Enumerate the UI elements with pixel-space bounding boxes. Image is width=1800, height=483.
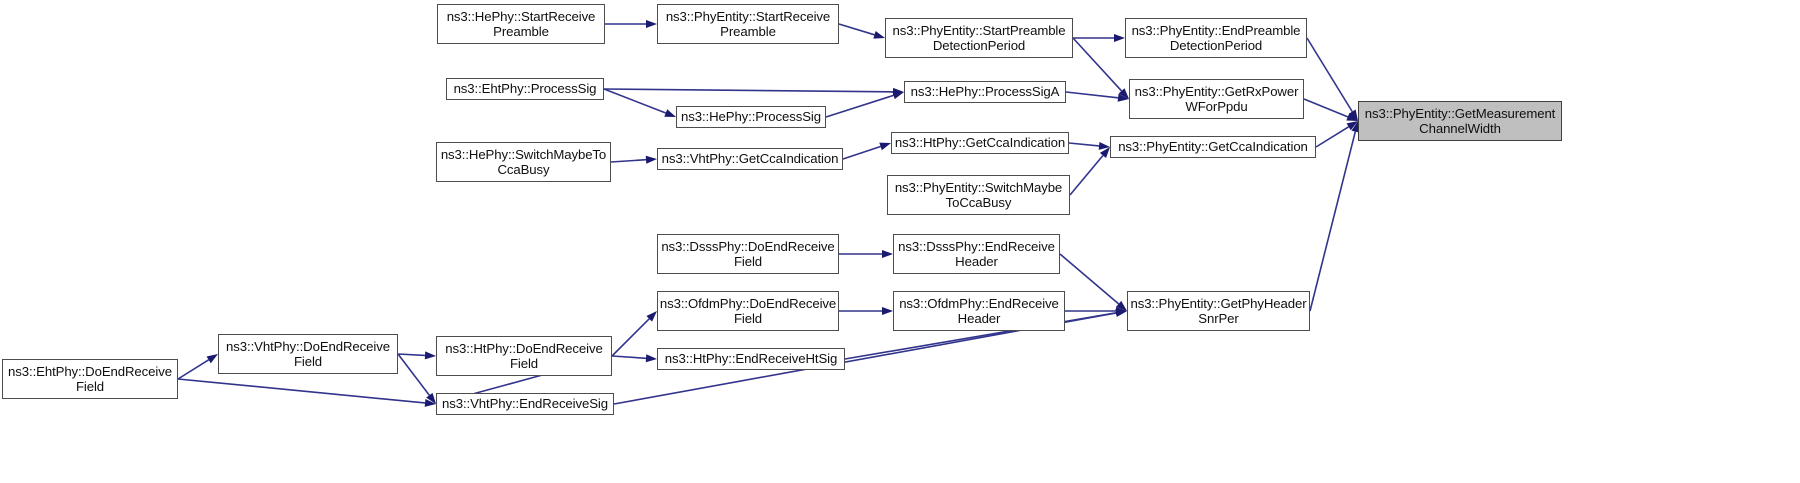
graph-node-label: ns3::OfdmPhy::EndReceive Header — [899, 295, 1059, 327]
graph-node-label: ns3::EhtPhy::DoEndReceive Field — [8, 363, 172, 395]
graph-node-label: ns3::PhyEntity::EndPreamble DetectionPer… — [1131, 22, 1301, 54]
graph-node[interactable]: ns3::DsssPhy::EndReceive Header — [893, 234, 1060, 274]
graph-node-label: ns3::PhyEntity::GetPhyHeader SnrPer — [1130, 295, 1307, 327]
graph-node[interactable]: ns3::PhyEntity::GetCcaIndication — [1110, 136, 1316, 158]
graph-edge-arrowhead — [882, 250, 893, 258]
graph-node[interactable]: ns3::VhtPhy::EndReceiveSig — [436, 393, 614, 415]
graph-node[interactable]: ns3::HePhy::StartReceive Preamble — [437, 4, 605, 44]
graph-edge-arrowhead — [1117, 93, 1129, 102]
graph-node-label: ns3::HePhy::ProcessSigA — [910, 84, 1060, 100]
graph-edge — [603, 88, 667, 114]
graph-edge — [1306, 37, 1353, 113]
graph-node[interactable]: ns3::PhyEntity::StartReceive Preamble — [657, 4, 839, 44]
graph-node-label: ns3::HePhy::SwitchMaybeTo CcaBusy — [440, 146, 607, 178]
graph-node[interactable]: ns3::HePhy::ProcessSig — [676, 106, 826, 128]
graph-node-label: ns3::VhtPhy::DoEndReceive Field — [226, 338, 390, 370]
graph-node[interactable]: ns3::HtPhy::EndReceiveHtSig — [657, 348, 845, 370]
graph-edge — [603, 88, 894, 93]
graph-edge — [1059, 253, 1120, 305]
graph-node-label: ns3::HePhy::ProcessSig — [681, 109, 821, 125]
graph-node-label: ns3::PhyEntity::GetMeasurement ChannelWi… — [1364, 105, 1556, 137]
graph-node[interactable]: ns3::HtPhy::DoEndReceive Field — [436, 336, 612, 376]
graph-edge — [397, 353, 426, 357]
graph-edge-arrowhead — [645, 354, 657, 363]
graph-node-label: ns3::DsssPhy::EndReceive Header — [898, 238, 1055, 270]
graph-node-label: ns3::PhyEntity::SwitchMaybe ToCcaBusy — [894, 179, 1063, 211]
graph-edge-arrowhead — [426, 392, 436, 404]
graph-edge-arrowhead — [882, 307, 893, 315]
graph-edge — [842, 145, 881, 160]
graph-node-label: ns3::EhtPhy::ProcessSig — [453, 81, 597, 97]
graph-node[interactable]: ns3::PhyEntity::GetRxPower WForPpdu — [1129, 79, 1304, 119]
graph-edge-arrowhead — [892, 91, 904, 100]
graph-node[interactable]: ns3::VhtPhy::DoEndReceive Field — [218, 334, 398, 374]
graph-edge — [1069, 154, 1104, 196]
graph-node[interactable]: ns3::HtPhy::GetCcaIndication — [891, 132, 1069, 154]
graph-edge-arrowhead — [424, 398, 436, 407]
graph-edge-arrowhead — [1115, 309, 1127, 317]
graph-edge-arrowhead — [1346, 121, 1358, 131]
graph-node-label: ns3::HtPhy::DoEndReceive Field — [445, 340, 603, 372]
graph-node-label: ns3::PhyEntity::GetCcaIndication — [1118, 139, 1308, 155]
graph-node-label: ns3::OfdmPhy::DoEndReceive Field — [659, 295, 837, 327]
graph-node[interactable]: ns3::PhyEntity::EndPreamble DetectionPer… — [1125, 18, 1307, 58]
graph-node[interactable]: ns3::PhyEntity::GetPhyHeader SnrPer — [1127, 291, 1310, 331]
graph-edge-arrowhead — [1098, 141, 1110, 150]
graph-edge — [1303, 98, 1349, 118]
graph-node[interactable]: ns3::OfdmPhy::EndReceive Header — [893, 291, 1065, 331]
graph-edge — [611, 355, 647, 360]
graph-node-label: ns3::VhtPhy::EndReceiveSig — [441, 396, 608, 412]
graph-node[interactable]: ns3::DsssPhy::DoEndReceive Field — [657, 234, 839, 274]
graph-node[interactable]: ns3::PhyEntity::SwitchMaybe ToCcaBusy — [887, 175, 1070, 215]
graph-node-label: ns3::PhyEntity::StartReceive Preamble — [665, 8, 831, 40]
graph-edge — [1072, 37, 1123, 92]
graph-edge-arrowhead — [1116, 300, 1127, 311]
graph-edge — [1309, 131, 1357, 312]
graph-edge-arrowhead — [1099, 147, 1110, 159]
graph-node-label: ns3::PhyEntity::GetRxPower WForPpdu — [1134, 83, 1299, 115]
graph-edge — [1065, 91, 1119, 99]
graph-node[interactable]: ns3::HePhy::ProcessSigA — [904, 81, 1066, 103]
graph-edge — [397, 353, 430, 396]
graph-node[interactable]: ns3::PhyEntity::StartPreamble DetectionP… — [885, 18, 1073, 58]
graph-edge-arrowhead — [206, 354, 218, 364]
graph-edge-arrowhead — [646, 20, 657, 28]
graph-edge-arrowhead — [879, 142, 891, 151]
graph-node[interactable]: ns3::EhtPhy::DoEndReceive Field — [2, 359, 178, 399]
graph-edge-arrowhead — [873, 30, 885, 39]
graph-node[interactable]: ns3::OfdmPhy::DoEndReceive Field — [657, 291, 839, 331]
graph-edge — [177, 378, 426, 404]
graph-node-label: ns3::DsssPhy::DoEndReceive Field — [661, 238, 835, 270]
graph-node-label: ns3::PhyEntity::StartPreamble DetectionP… — [892, 22, 1066, 54]
graph-node[interactable]: ns3::EhtPhy::ProcessSig — [446, 78, 604, 100]
graph-edge — [825, 94, 894, 118]
graph-edge — [610, 158, 647, 163]
graph-edge — [177, 359, 210, 380]
graph-node-label: ns3::HePhy::StartReceive Preamble — [446, 8, 596, 40]
graph-edge-arrowhead — [645, 155, 657, 164]
graph-node-label: ns3::HtPhy::EndReceiveHtSig — [664, 351, 838, 367]
graph-edge-arrowhead — [1118, 88, 1129, 99]
graph-edge — [1315, 126, 1350, 148]
graph-edge-arrowhead — [664, 109, 676, 117]
graph-node[interactable]: ns3::HePhy::SwitchMaybeTo CcaBusy — [436, 142, 611, 182]
graph-node[interactable]: ns3::VhtPhy::GetCcaIndication — [657, 148, 843, 170]
graph-edge — [611, 318, 650, 357]
graph-edge-arrowhead — [424, 351, 436, 360]
graph-edge-arrowhead — [1114, 34, 1125, 42]
graph-edge — [1068, 142, 1100, 147]
graph-edge-arrowhead — [1351, 121, 1360, 133]
graph-edge-arrowhead — [646, 311, 657, 322]
graph-node[interactable]: ns3::PhyEntity::GetMeasurement ChannelWi… — [1358, 101, 1562, 141]
graph-node-label: ns3::VhtPhy::GetCcaIndication — [661, 151, 839, 167]
graph-edge — [838, 23, 875, 36]
graph-edge-arrowhead — [1346, 113, 1358, 121]
graph-edge-arrowhead — [1348, 109, 1358, 121]
graph-node-label: ns3::HtPhy::GetCcaIndication — [894, 135, 1066, 151]
